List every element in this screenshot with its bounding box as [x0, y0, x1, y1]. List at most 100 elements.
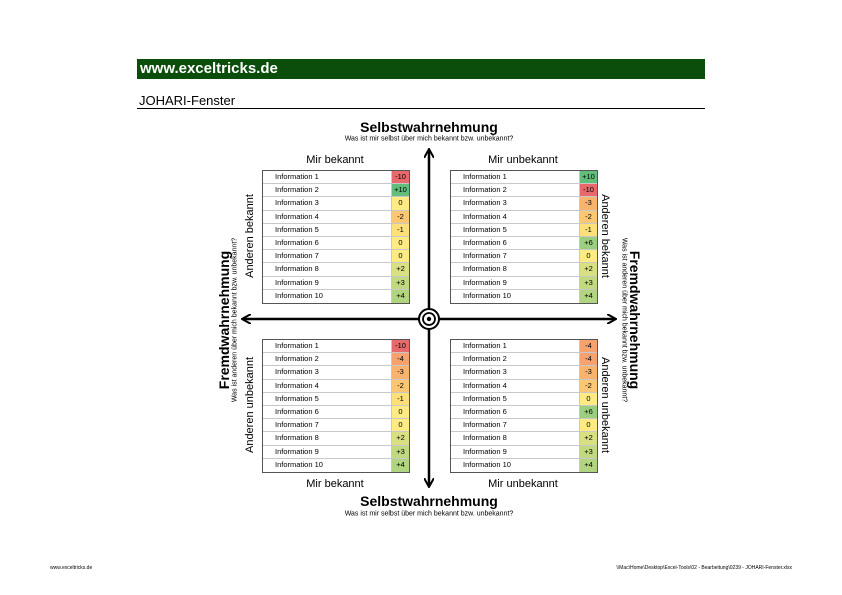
table-row: Information 9+3	[451, 276, 597, 290]
footer-left: www.exceltricks.de	[50, 565, 93, 571]
info-name: Information 1	[451, 340, 580, 353]
info-name: Information 8	[263, 432, 392, 445]
info-score: +2	[392, 263, 409, 276]
info-name: Information 2	[451, 184, 580, 197]
table-row: Information 9+3	[263, 445, 409, 459]
info-score: -10	[580, 184, 597, 197]
label-right-top: Anderen bekannt	[599, 194, 611, 278]
info-score: -4	[580, 353, 597, 366]
table-row: Information 6+6	[451, 236, 597, 251]
table-row: Information 10+4	[263, 289, 409, 303]
info-name: Information 4	[263, 210, 392, 223]
bottom-axis-title: Selbstwahrnehmung	[360, 493, 498, 509]
table-row: Information 1-10	[263, 171, 409, 185]
info-name: Information 1	[451, 171, 580, 184]
info-name: Information 3	[263, 366, 392, 379]
label-right-bottom: Anderen unbekannt	[599, 356, 611, 454]
info-score: -1	[392, 223, 409, 236]
table-row: Information 1-4	[451, 340, 597, 354]
info-name: Information 3	[451, 197, 580, 210]
info-name: Information 7	[263, 419, 392, 432]
info-name: Information 3	[451, 366, 580, 379]
right-axis-subtitle: Was ist anderen über mich bekannt bzw. u…	[620, 237, 628, 403]
left-axis-title: Fremdwahrnehmung	[216, 250, 232, 390]
info-score: +2	[580, 263, 597, 276]
info-score: -3	[392, 366, 409, 379]
info-score: -2	[392, 379, 409, 392]
info-name: Information 4	[451, 379, 580, 392]
info-score: -10	[392, 171, 409, 184]
info-score: +2	[580, 432, 597, 445]
info-name: Information 1	[263, 340, 392, 353]
info-score: -10	[392, 340, 409, 353]
info-name: Information 3	[263, 197, 392, 210]
page-title: JOHARI-Fenster	[139, 93, 236, 108]
label-bottom-left: Mir bekannt	[306, 478, 364, 490]
info-score: -4	[392, 353, 409, 366]
info-score: 0	[580, 250, 597, 263]
info-score: +3	[392, 445, 409, 458]
info-score: +4	[580, 458, 597, 472]
table-row: Information 4-2	[263, 379, 409, 393]
table-row: Information 9+3	[263, 276, 409, 290]
table-row: Information 4-2	[263, 210, 409, 224]
info-name: Information 1	[263, 171, 392, 184]
info-score: 0	[580, 419, 597, 432]
table-row: Information 8+2	[451, 263, 597, 277]
info-name: Information 8	[451, 432, 580, 445]
label-bottom-right: Mir unbekannt	[488, 478, 558, 490]
info-score: -2	[580, 210, 597, 223]
info-score: -1	[580, 223, 597, 236]
table-row: Information 10+4	[451, 458, 597, 472]
top-axis-subtitle: Was ist mir selbst über mich bekannt bzw…	[344, 135, 514, 143]
info-score: +3	[580, 445, 597, 458]
bottom-axis-subtitle: Was ist mir selbst über mich bekannt bzw…	[344, 510, 514, 518]
site-banner: www.exceltricks.de	[137, 59, 705, 79]
table-row: Information 4-2	[451, 210, 597, 224]
info-name: Information 5	[263, 392, 392, 405]
table-row: Information 5-1	[263, 223, 409, 237]
info-name: Information 10	[263, 458, 392, 472]
footer-right: \\Mac\Home\Desktop\Excel-Tools\02 - Bear…	[616, 565, 792, 571]
info-name: Information 4	[451, 210, 580, 223]
table-row: Information 4-2	[451, 379, 597, 393]
table-row: Information 2+10	[263, 184, 409, 198]
info-name: Information 9	[451, 445, 580, 458]
info-name: Information 8	[263, 263, 392, 276]
info-name: Information 2	[263, 353, 392, 366]
info-score: -1	[392, 392, 409, 405]
info-score: 0	[392, 250, 409, 263]
info-score: +6	[580, 236, 597, 250]
info-score: -2	[392, 210, 409, 223]
info-score: +3	[392, 276, 409, 289]
info-name: Information 9	[263, 445, 392, 458]
table-row: Information 10+4	[263, 458, 409, 472]
info-score: -2	[580, 379, 597, 392]
info-name: Information 8	[451, 263, 580, 276]
info-name: Information 6	[451, 405, 580, 419]
info-name: Information 5	[451, 223, 580, 236]
info-score: +2	[392, 432, 409, 445]
info-score: -3	[580, 197, 597, 210]
info-name: Information 10	[451, 289, 580, 303]
info-name: Information 2	[263, 184, 392, 197]
info-score: -4	[580, 340, 597, 353]
info-name: Information 6	[263, 236, 392, 250]
top-axis-title: Selbstwahrnehmung	[360, 119, 498, 135]
table-row: Information 2-10	[451, 184, 597, 198]
table-row: Information 10+4	[451, 289, 597, 303]
info-score: 0	[392, 419, 409, 432]
info-name: Information 2	[451, 353, 580, 366]
